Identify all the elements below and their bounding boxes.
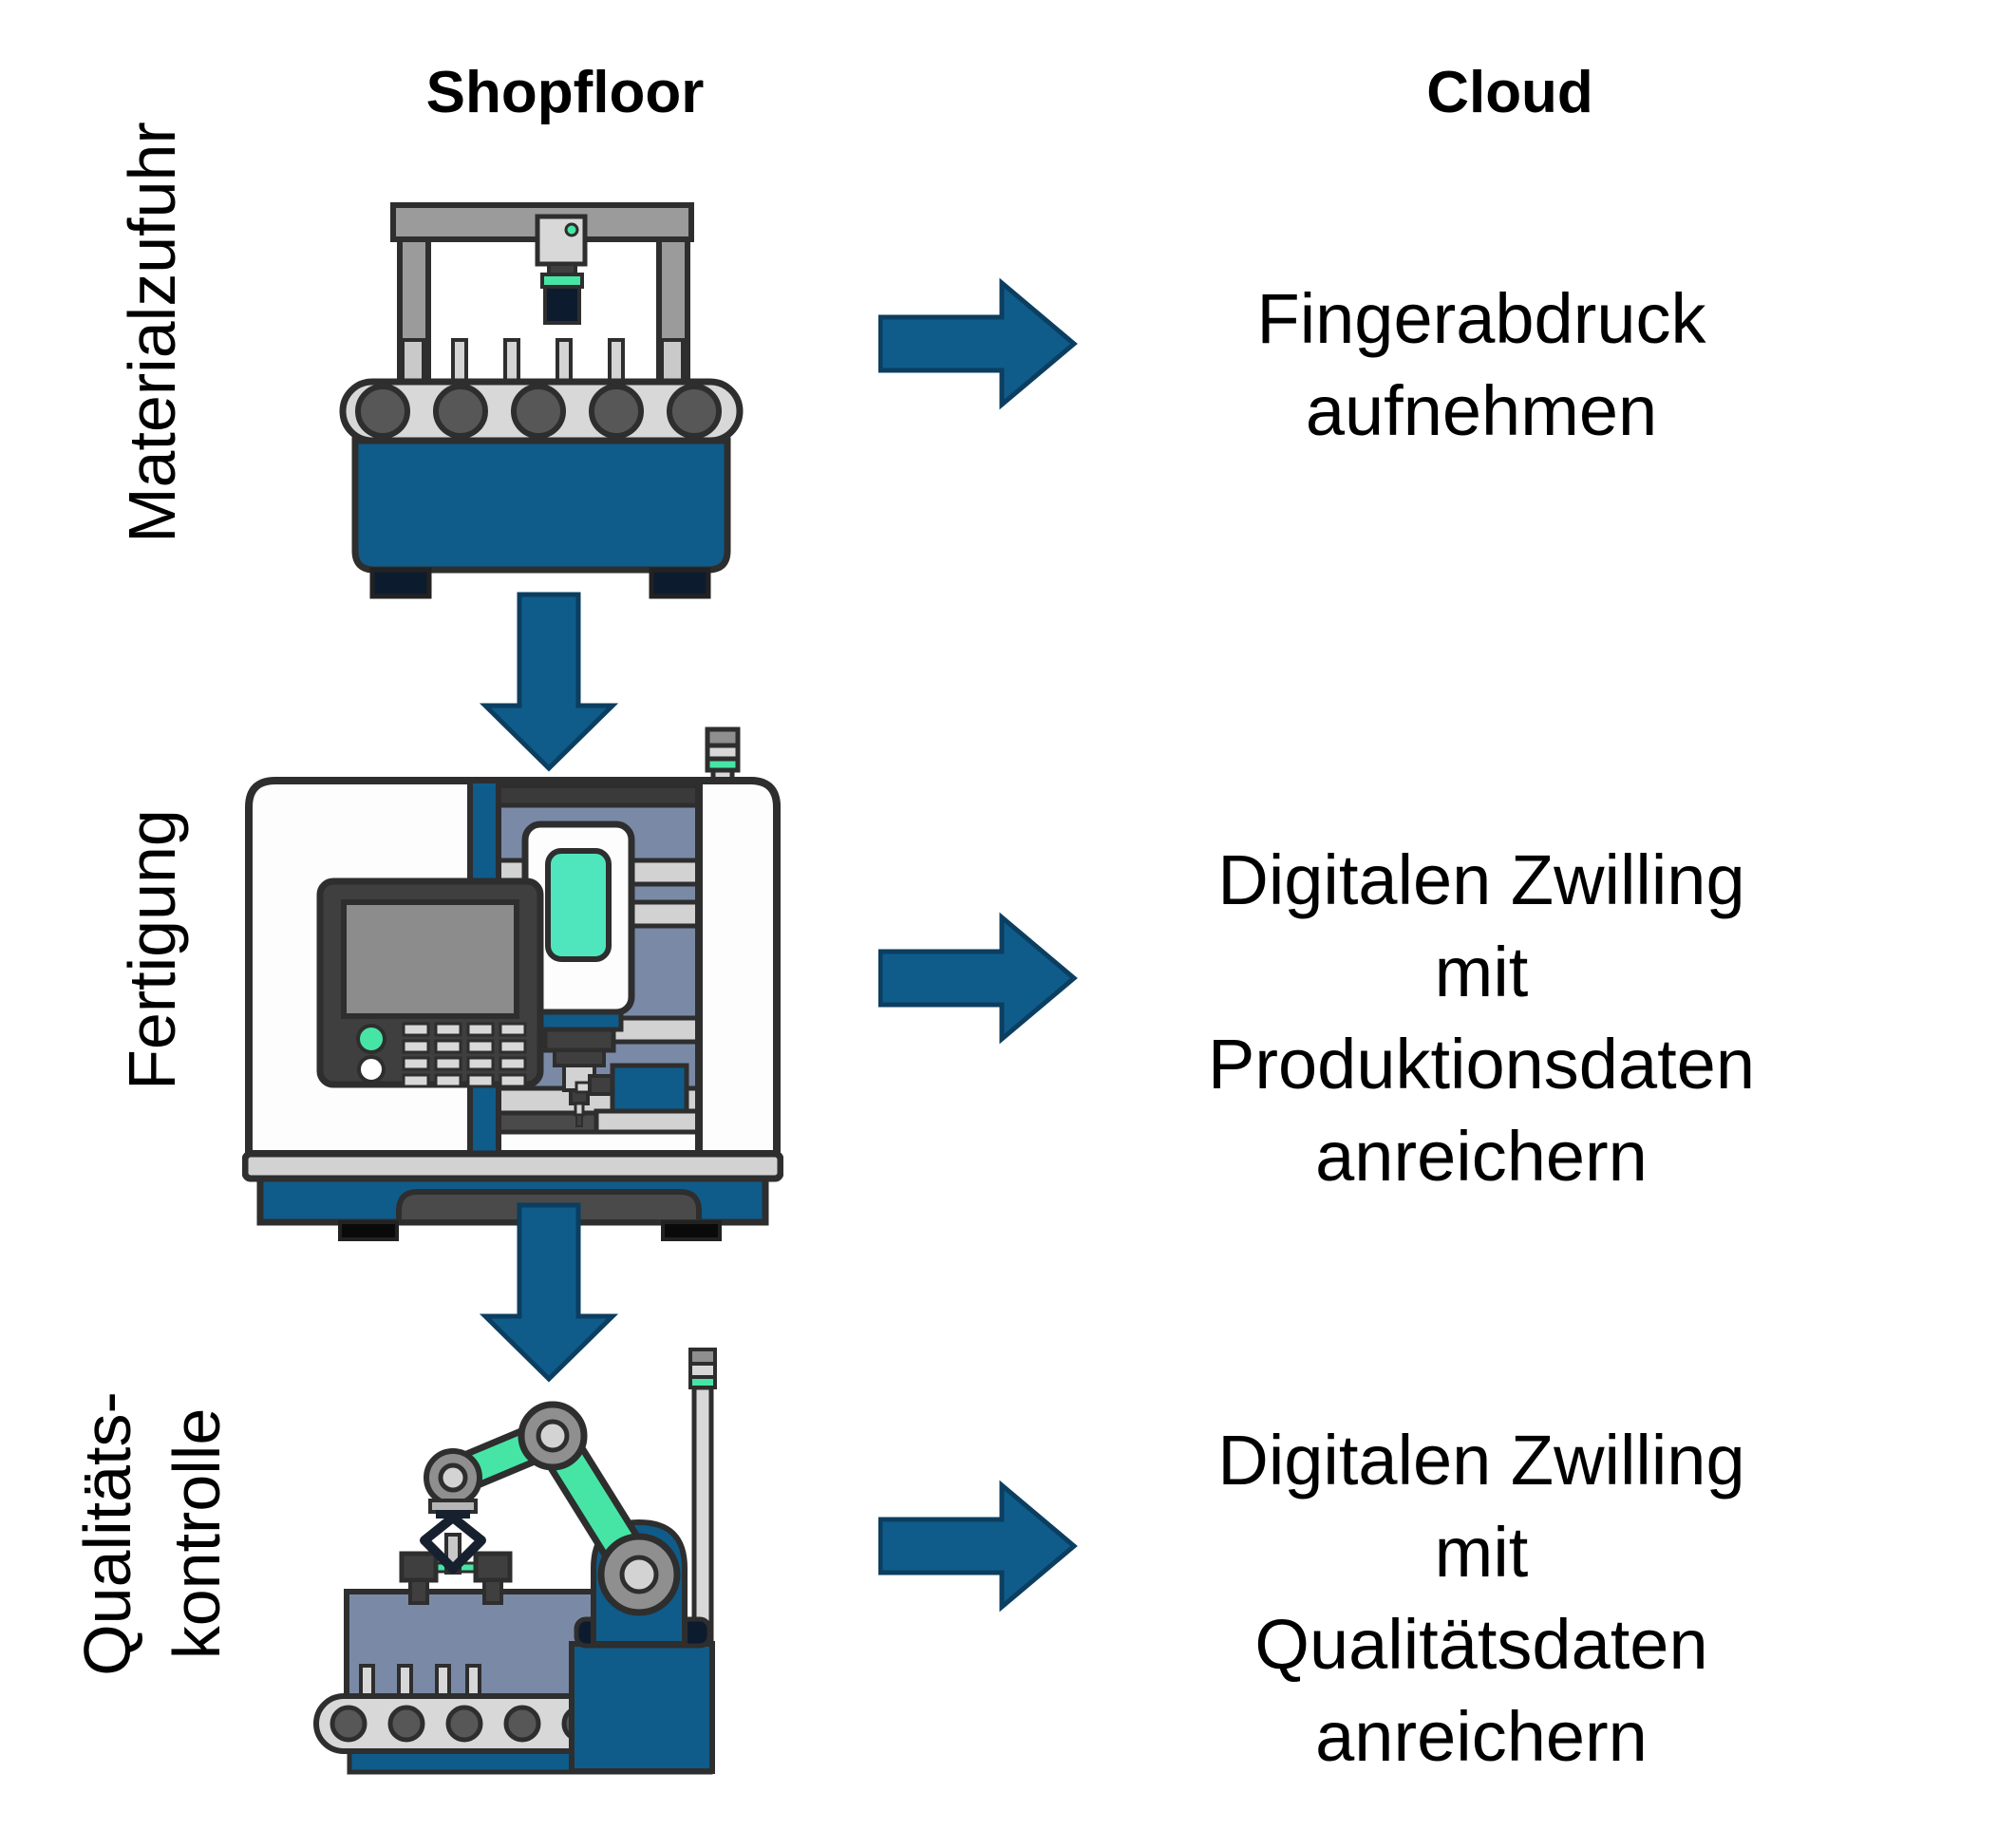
green-button <box>356 1024 386 1054</box>
robot-inspection-station-icon <box>313 1348 717 1775</box>
fixture-posts <box>399 1551 513 1605</box>
cnc-milling-machine-icon <box>242 726 783 1241</box>
camera-indicator-dot <box>564 222 579 237</box>
stage-label-fertigung: Fertigung <box>115 809 189 1090</box>
shopfloor-column-header: Shopfloor <box>425 60 705 125</box>
right-arrow-icon <box>878 277 1078 410</box>
stage-label-materialzufuhr: Materialzufuhr <box>115 122 189 543</box>
robot-base <box>569 1641 715 1774</box>
cloud-step-text-quality-data: Digitalen Zwilling mit Qualitätsdaten an… <box>1217 1421 1745 1776</box>
stage-label-qualitaetskontrolle: Qualitäts- kontrolle <box>70 1391 234 1676</box>
gripper-claw <box>420 1513 486 1574</box>
cloud-step-text-fingerprint: Fingerabdruck aufnehmen <box>1256 279 1706 450</box>
white-button <box>357 1055 386 1084</box>
conveyor-camera-station-icon <box>339 202 744 599</box>
camera-lens <box>543 285 581 325</box>
right-arrow-icon <box>878 1480 1078 1613</box>
spindle-window <box>545 848 612 962</box>
drill-bit <box>575 1114 583 1127</box>
machine-base <box>351 437 731 574</box>
cloud-column-header: Cloud <box>1426 60 1593 125</box>
right-arrow-icon <box>878 912 1078 1045</box>
down-arrow-icon <box>480 1202 618 1383</box>
camera-body <box>535 214 588 267</box>
down-arrow-icon <box>480 592 618 772</box>
keypad <box>402 1022 527 1088</box>
control-screen <box>341 899 519 1019</box>
workpiece <box>610 1063 689 1116</box>
signal-pole <box>691 1385 714 1647</box>
cloud-step-text-production-data: Digitalen Zwilling mit Produktionsdaten … <box>1208 840 1755 1196</box>
